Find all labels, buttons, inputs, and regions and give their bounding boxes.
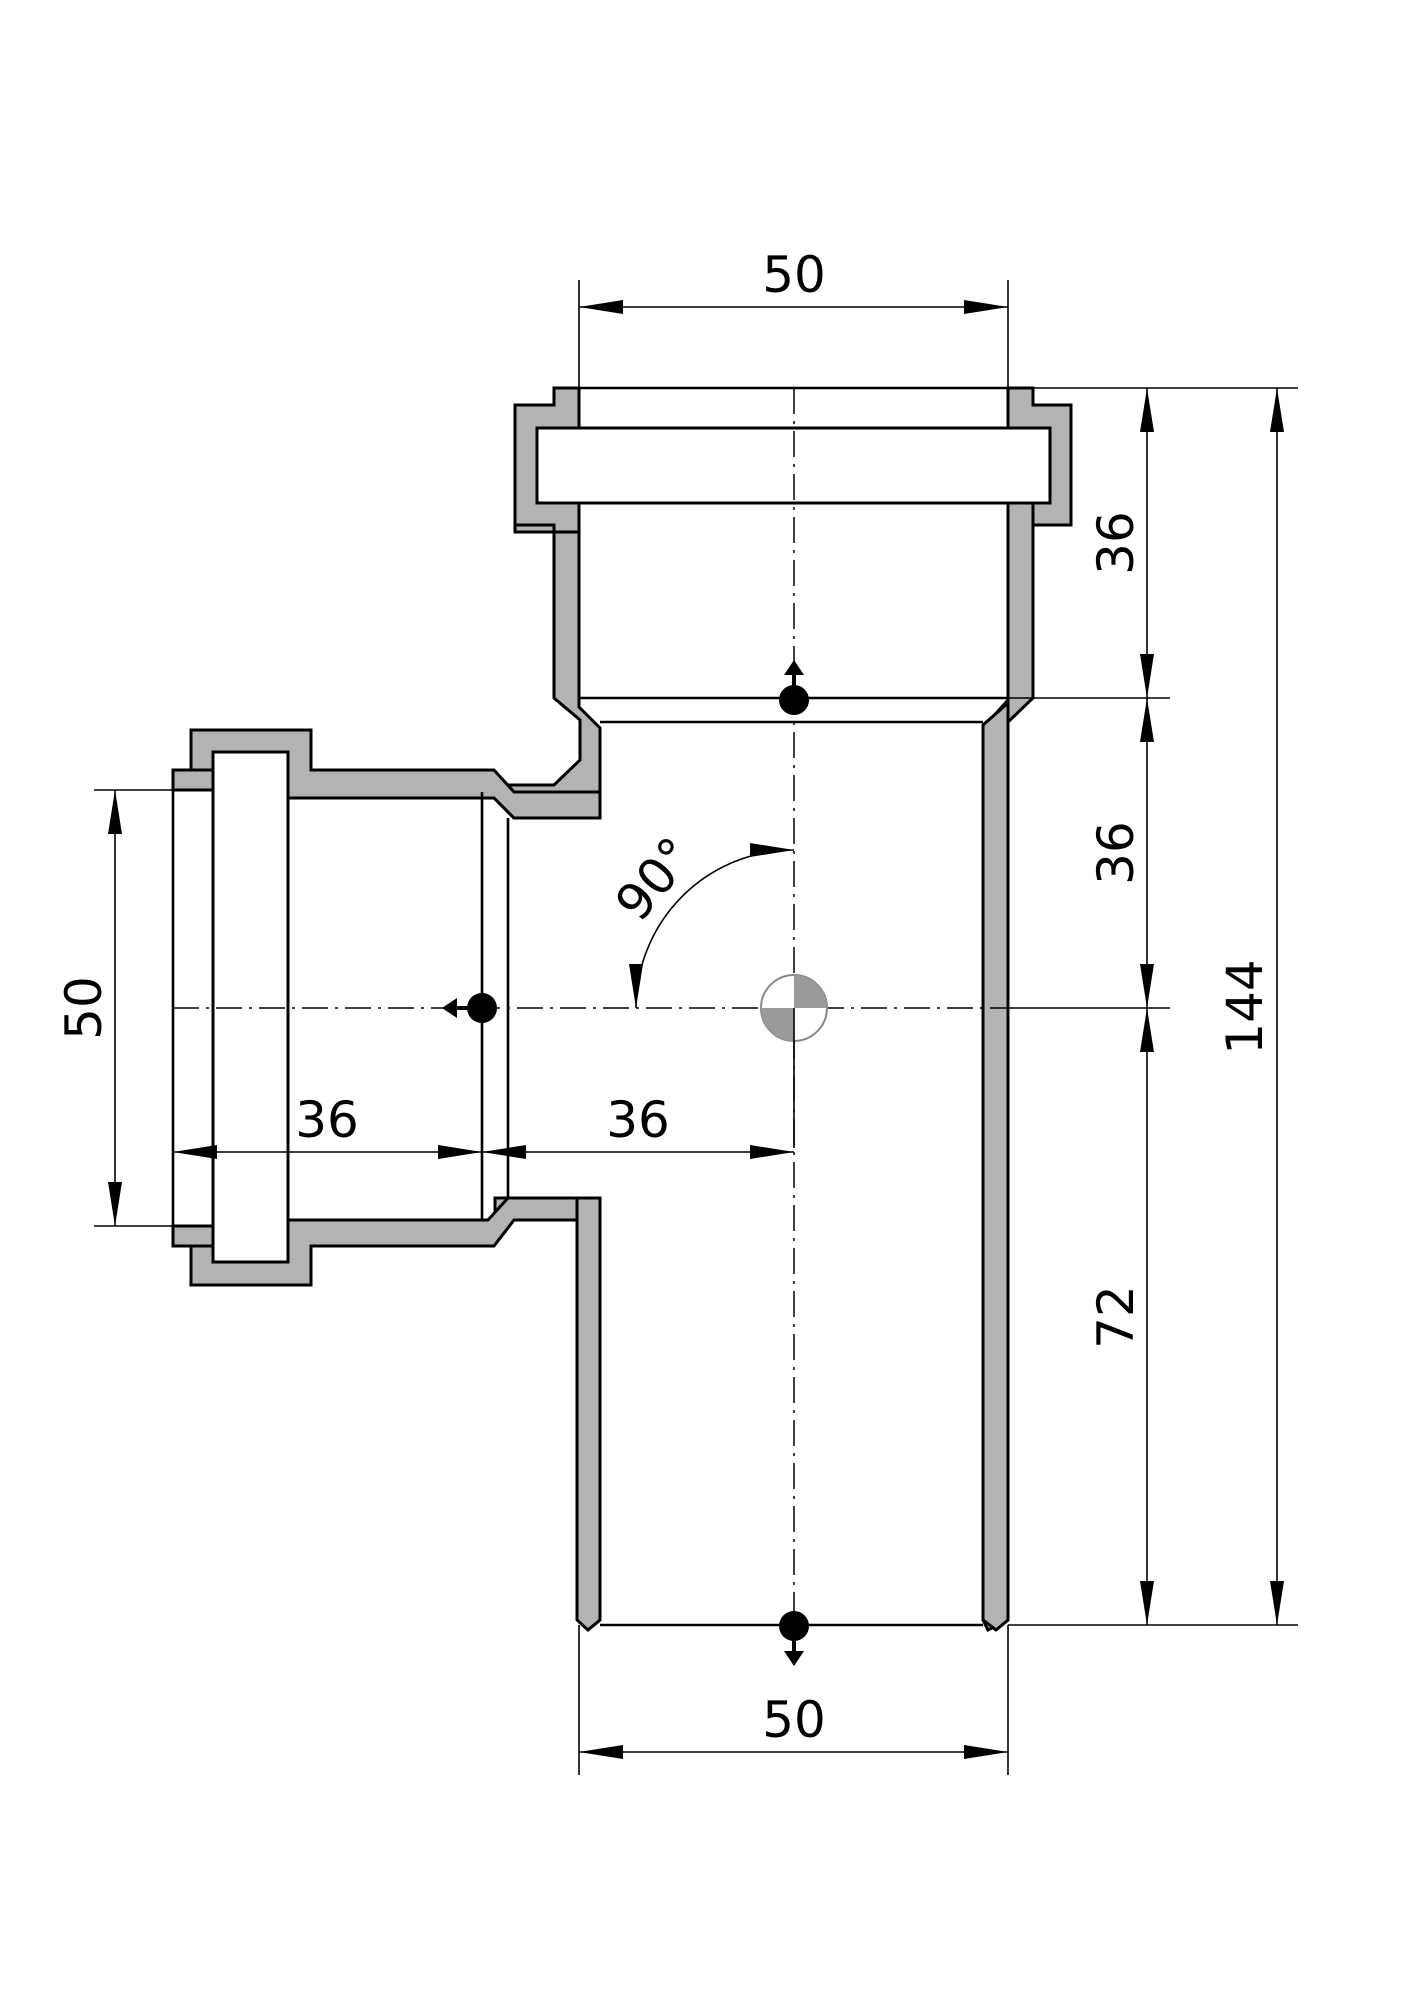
label-body-upper: 36 bbox=[1087, 821, 1145, 885]
label-top-width: 50 bbox=[762, 246, 826, 304]
dim-angle-arc bbox=[629, 843, 795, 1009]
label-body-lower: 72 bbox=[1087, 1285, 1145, 1349]
label-socket-depth: 36 bbox=[1087, 511, 1145, 575]
dimension-lines bbox=[108, 300, 1284, 1759]
flow-arrow-left-icon bbox=[442, 993, 497, 1023]
label-branch-length: 36 bbox=[606, 1091, 670, 1149]
branch-seal-ring bbox=[211, 750, 290, 1264]
main-lower-left-wall bbox=[493, 1196, 602, 1632]
label-branch-socket: 36 bbox=[295, 1091, 359, 1149]
label-branch-diameter: 50 bbox=[55, 976, 113, 1040]
label-angle: 90° bbox=[604, 826, 705, 931]
main-right-lower-wall bbox=[981, 699, 1010, 1632]
flow-arrow-up-icon bbox=[779, 660, 809, 715]
label-bottom-width: 50 bbox=[762, 1691, 826, 1749]
flow-arrow-down-icon bbox=[779, 1611, 809, 1666]
label-total-height: 144 bbox=[1216, 959, 1274, 1054]
branch-left-lip-top bbox=[171, 768, 215, 792]
branch-left-lip-bottom bbox=[171, 1224, 215, 1248]
extension-lines bbox=[94, 280, 1298, 1775]
